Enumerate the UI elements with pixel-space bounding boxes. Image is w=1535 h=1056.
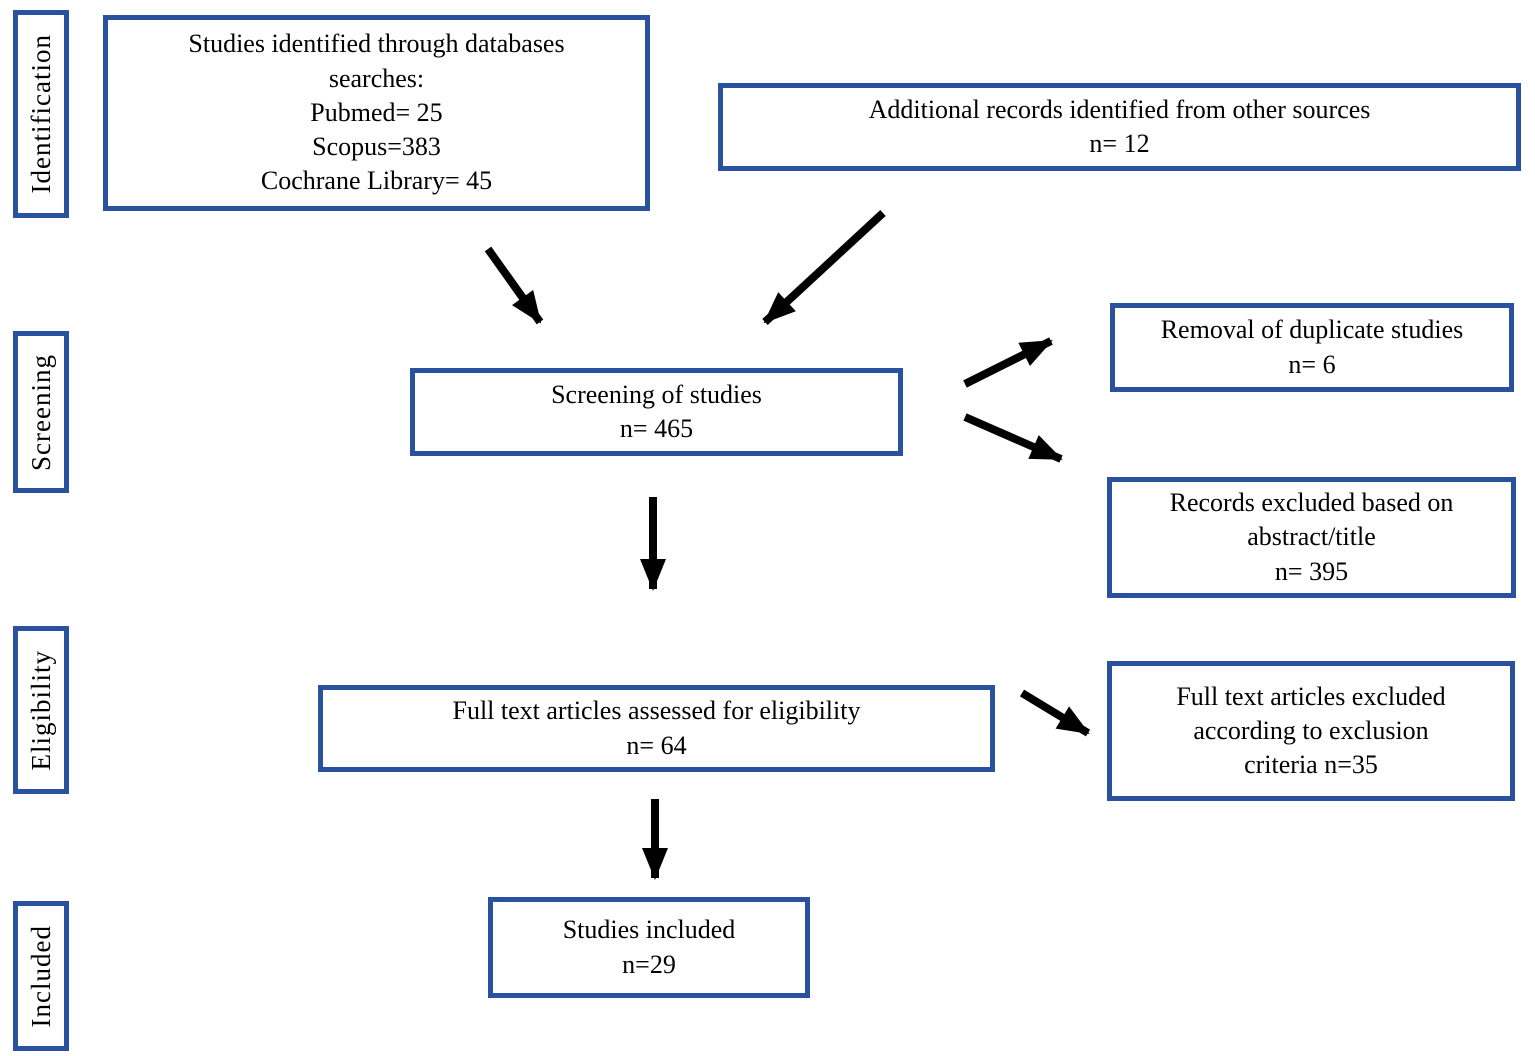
box-line: Studies identified through databases [188,29,565,59]
box-line: according to exclusion [1193,715,1429,745]
box-line: n=29 [622,949,676,979]
stage-label-included: Included [13,901,69,1051]
stage-label-screening: Screening [13,331,69,493]
box-line: Scopus=383 [312,132,441,162]
box-line: criteria n=35 [1244,750,1378,780]
arrow-screening-to-abstract-excluded [963,413,1063,463]
stage-label-identification-text: Identification [25,34,56,194]
box-line: Records excluded based on [1169,488,1454,518]
stage-label-included-text: Included [25,924,56,1028]
stage-label-eligibility: Eligibility [13,626,69,794]
box-additional-records: Additional records identified from other… [718,83,1521,171]
box-line: Full text articles assessed for eligibil… [452,696,861,726]
stage-label-eligibility-text: Eligibility [25,649,56,771]
box-line: n= 12 [1089,129,1150,158]
arrow-fulltext-assessed-to-fulltext-excluded [1019,689,1091,737]
box-fulltext-excluded: Full text articles excluded according to… [1107,661,1515,801]
stage-label-screening-text: Screening [25,353,56,471]
box-line: abstract/title [1247,522,1376,552]
box-screening-of-studies: Screening of studies n= 465 [410,368,903,456]
box-line: Pubmed= 25 [310,97,443,127]
box-line: n= 465 [619,414,694,443]
box-line: Studies included [562,915,736,945]
box-studies-identified: Studies identified through databases sea… [103,15,650,211]
box-line: Cochrane Library= 45 [260,166,493,196]
box-studies-included: Studies included n=29 [488,897,810,998]
arrow-identified-to-screening [484,246,544,325]
box-line: n= 395 [1274,556,1349,586]
box-line: Additional records identified from other… [868,94,1371,124]
box-line: Screening of studies [551,379,762,409]
stage-label-identification: Identification [13,10,69,218]
box-records-excluded-abstract: Records excluded based on abstract/title… [1107,477,1516,598]
arrow-screening-to-duplicates [963,337,1053,388]
box-removal-of-duplicates: Removal of duplicate studies n= 6 [1110,303,1514,392]
box-line: Full text articles excluded [1176,681,1446,711]
box-line: n= 6 [1288,349,1336,379]
box-line: Removal of duplicate studies [1160,315,1464,345]
box-line: searches: [328,63,425,93]
arrow-additional-to-screening [762,210,886,325]
box-fulltext-assessed: Full text articles assessed for eligibil… [318,685,995,772]
box-line: n= 64 [626,730,687,760]
